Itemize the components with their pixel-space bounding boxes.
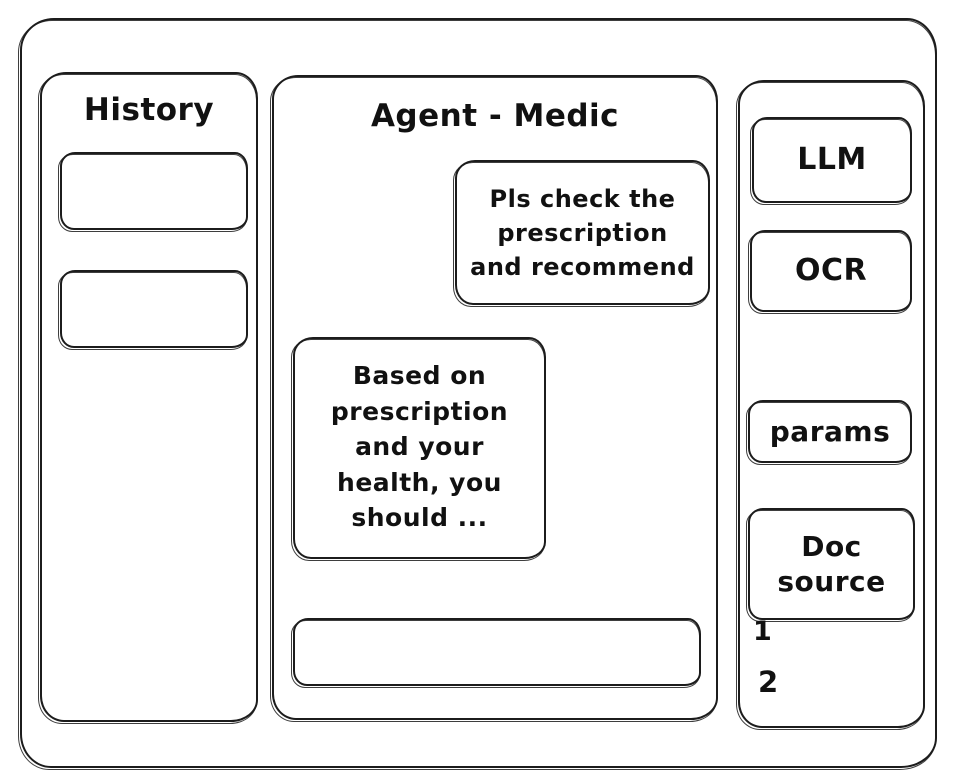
tool-button-ocr[interactable]: OCR: [748, 230, 912, 314]
history-item[interactable]: [58, 152, 248, 232]
tool-button-ocr-label: OCR: [794, 253, 868, 289]
agent-chat-title: Agent - Medic: [370, 98, 620, 134]
tool-button-params-label: params: [769, 415, 891, 448]
doc-source-item-2[interactable]: 2: [758, 665, 779, 699]
user-message-bubble: Pls check the prescription and recommend: [453, 160, 710, 307]
assistant-message-text: Based on prescription and your health, y…: [330, 361, 509, 532]
tool-button-params[interactable]: params: [746, 400, 912, 465]
doc-source-item-1[interactable]: 1: [753, 616, 773, 647]
history-item-label: [60, 270, 248, 348]
assistant-message-bubble: Based on prescription and your health, y…: [291, 337, 546, 561]
history-item-label: [60, 152, 248, 230]
message-input[interactable]: [291, 618, 701, 688]
tool-button-doc-source-label: Doc source: [777, 530, 886, 598]
tool-button-doc-source[interactable]: Doc source: [746, 508, 915, 622]
history-panel-title: History: [83, 92, 215, 128]
tool-button-llm-label: LLM: [797, 142, 867, 178]
history-item[interactable]: [58, 270, 248, 350]
message-input-value: [293, 618, 701, 686]
tool-button-llm[interactable]: LLM: [750, 117, 912, 205]
user-message-text: Pls check the prescription and recommend: [470, 185, 695, 282]
